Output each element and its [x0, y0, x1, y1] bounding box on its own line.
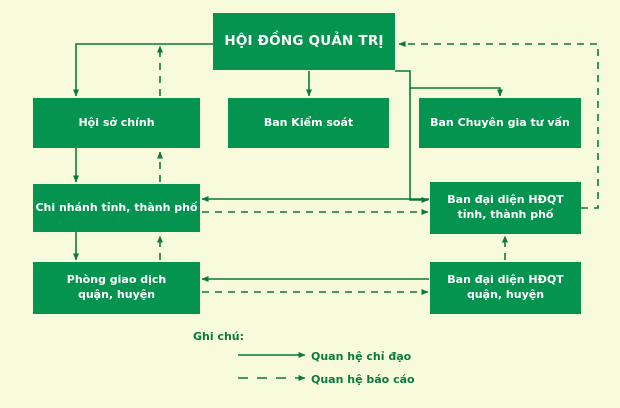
dashed-edges — [157, 41, 599, 295]
solid-edges — [73, 43, 503, 282]
node-ban-kiem-soat[interactable]: Ban Kiểm soát — [228, 98, 389, 148]
legend-title: Ghi chú: — [193, 330, 245, 343]
edge-board-to-hq — [73, 43, 213, 97]
node-chi-nhanh-label: Chi nhánh tỉnh, thành phố — [35, 200, 198, 214]
node-board-label: HỘI ĐỒNG QUẢN TRỊ — [224, 33, 384, 50]
node-ban-dai-dien-hdqt-quan[interactable]: Ban đại diện HĐQT quận, huyện — [430, 262, 581, 314]
node-chi-nhanh-tinh-thanh-pho[interactable]: Chi nhánh tỉnh, thành phố — [33, 184, 200, 232]
node-ban-chuyen-gia-tu-van[interactable]: Ban Chuyên gia tư vấn — [419, 98, 581, 148]
legend-label-quan-he-chi-dao: Quan hệ chỉ đạo — [311, 350, 412, 363]
node-hoi-so-chinh[interactable]: Hội sở chính — [33, 98, 200, 148]
node-ban-dai-dien-tinh-label: Ban đại diện HĐQT tỉnh, thành phố — [447, 193, 564, 221]
edge-board-to-rep-prov — [409, 88, 429, 203]
node-ban-chuyen-gia-tu-van-label: Ban Chuyên gia tư vấn — [430, 115, 570, 129]
node-ban-kiem-soat-label: Ban Kiểm soát — [263, 115, 354, 129]
legend-label-quan-he-bao-cao: Quan hệ báo cáo — [311, 373, 415, 386]
node-ban-dai-dien-quan-label: Ban đại diện HĐQT quận, huyện — [447, 273, 564, 301]
node-ban-dai-dien-hdqt-tinh[interactable]: Ban đại diện HĐQT tỉnh, thành phố — [430, 182, 581, 234]
node-phong-giao-dich-label: Phòng giao dịch quận, huyện — [66, 273, 167, 301]
node-board[interactable]: HỘI ĐỒNG QUẢN TRỊ — [213, 13, 395, 70]
node-phong-giao-dich-quan-huyen[interactable]: Phòng giao dịch quận, huyện — [33, 262, 200, 314]
node-hoi-so-chinh-label: Hội sở chính — [78, 115, 155, 129]
